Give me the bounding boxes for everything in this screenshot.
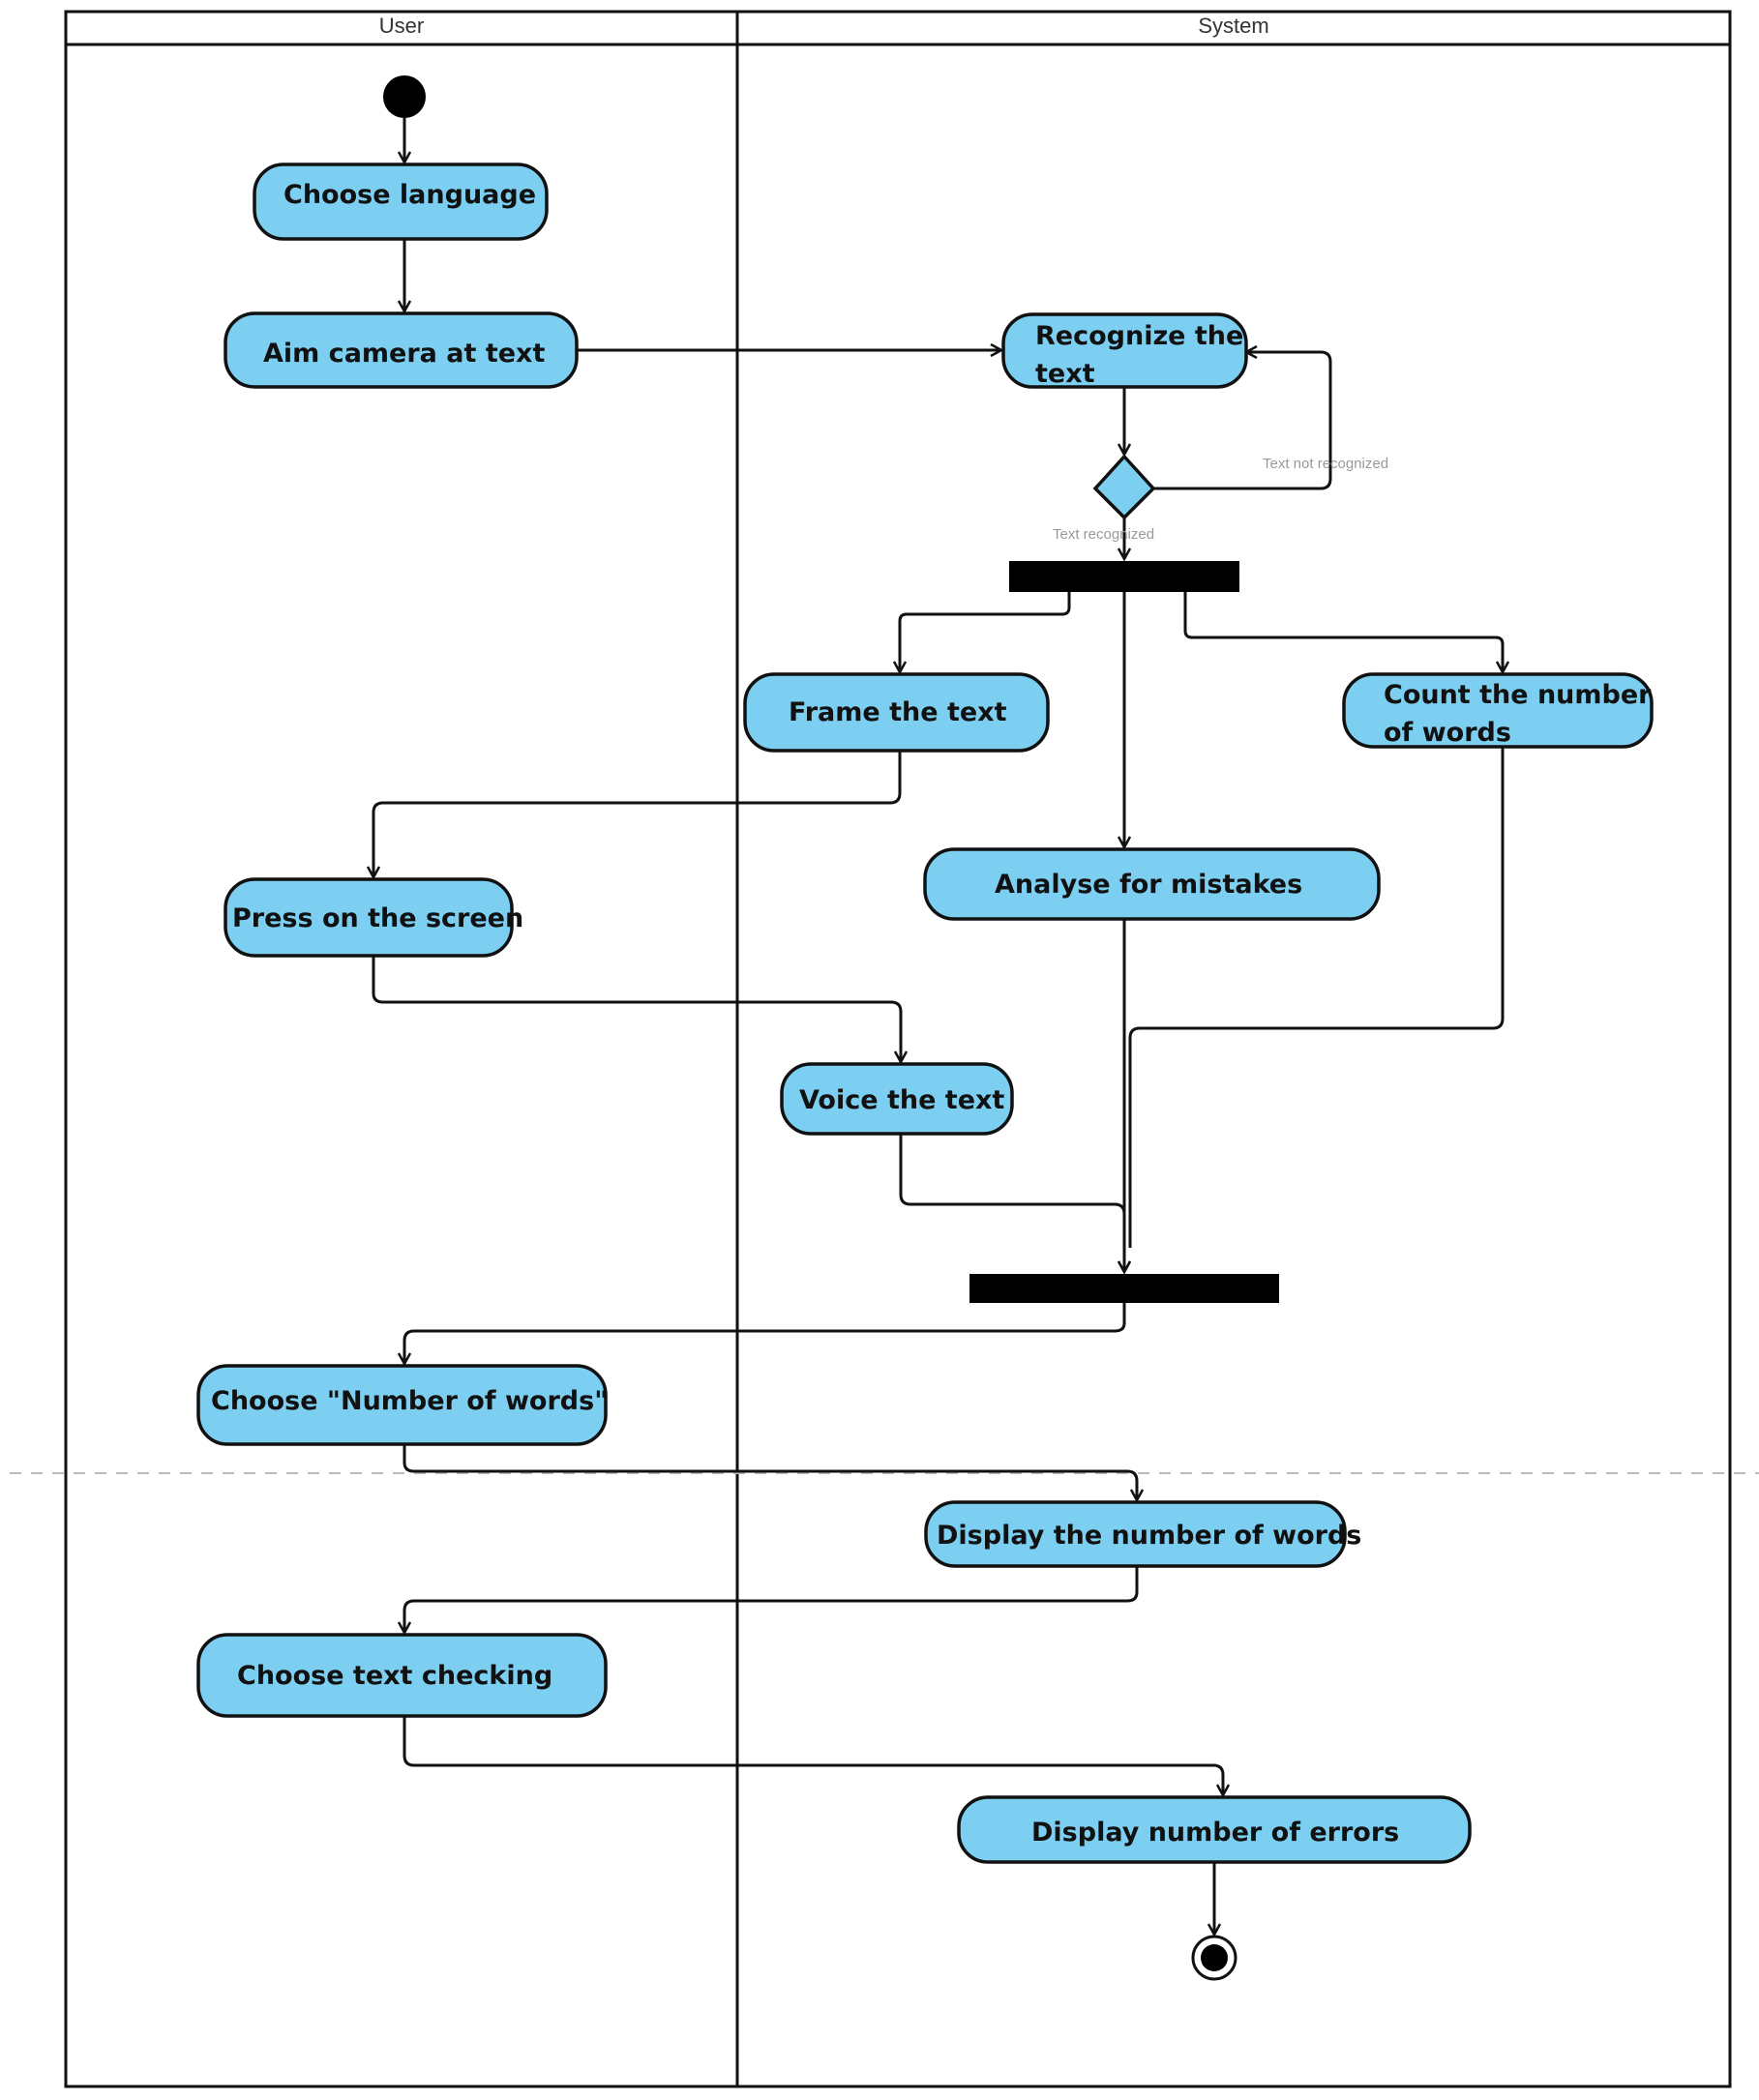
activity-frame-text — [743, 672, 1050, 753]
activity-recognize-text — [1001, 312, 1248, 389]
swimlane-frame — [64, 10, 1732, 2088]
activity-choose-number-of-words — [196, 1364, 608, 1446]
flow-choose-checking-to-display-errors — [402, 1716, 1223, 1795]
guard-text-not-recognized: Text not recognized — [1263, 456, 1388, 472]
flow-count-to-join — [1128, 747, 1505, 1248]
flow-press-to-voice — [372, 956, 901, 1062]
flow-fork-to-count — [1183, 592, 1503, 672]
flow-display-words-to-choose-checking — [404, 1566, 1139, 1633]
final-node — [1191, 1935, 1237, 1981]
activity-choose-text-checking — [196, 1633, 608, 1718]
activity-display-number-of-words — [924, 1500, 1347, 1568]
activity-label: Press on the screen — [232, 903, 523, 933]
lane-title-user: User — [379, 14, 424, 38]
guard-text-recognized: Text recognized — [1053, 526, 1154, 543]
activity-aim-camera — [224, 311, 579, 389]
flow-not-recognized-loop — [1153, 352, 1332, 490]
flow-join-to-choose-number — [404, 1303, 1126, 1364]
activity-label-line1: Count the number — [1384, 680, 1652, 710]
activity-label: Choose "Number of words" — [211, 1386, 608, 1416]
activity-choose-language — [253, 163, 549, 241]
activity-label-line2: of words — [1384, 718, 1511, 748]
join-bar — [969, 1274, 1279, 1303]
activity-label: Voice the text — [799, 1085, 1004, 1115]
activity-label: Frame the text — [789, 697, 1007, 727]
decision-node — [1092, 454, 1156, 520]
activity-analyse-mistakes — [923, 847, 1381, 921]
activity-count-words — [1342, 672, 1654, 749]
flow-frame-to-press — [373, 751, 902, 877]
flow-voice-to-join — [899, 1134, 1124, 1272]
flow-choose-number-to-display-words — [402, 1444, 1137, 1500]
activity-label: Choose language — [283, 180, 536, 210]
activity-label: Choose text checking — [237, 1661, 552, 1691]
activity-press-screen — [224, 877, 514, 958]
activity-label: Display the number of words — [937, 1521, 1361, 1551]
flow-fork-to-frame — [900, 592, 1071, 672]
activity-label-line2: text — [1035, 359, 1095, 389]
activity-label-line1: Recognize the — [1035, 321, 1243, 351]
activity-voice-text — [780, 1062, 1014, 1136]
activity-display-errors — [957, 1795, 1472, 1864]
fork-bar — [1009, 561, 1239, 592]
initial-node — [383, 75, 426, 118]
activity-label: Aim camera at text — [263, 339, 545, 369]
activity-label: Display number of errors — [1031, 1818, 1399, 1848]
control-flows — [373, 118, 1503, 1935]
activity-label: Analyse for mistakes — [995, 870, 1302, 900]
lane-title-system: System — [1198, 14, 1268, 38]
